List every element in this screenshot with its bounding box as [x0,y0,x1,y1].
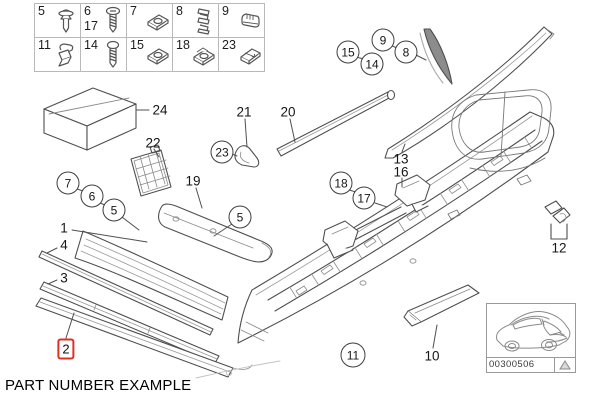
grid-cell-15[interactable]: 15 [126,37,173,72]
circle-callout-7[interactable]: 7 [56,171,80,195]
retaining-clip-icon [53,40,79,70]
corner-molding-fin [420,29,452,84]
grid-cell-label: 15 [130,38,144,52]
circle-callout-9[interactable]: 9 [371,28,395,52]
grid-cell-label: 23 [222,38,236,52]
grid-cell-23[interactable]: 23 [218,37,265,72]
grid-cell-7[interactable]: 7 [126,3,173,38]
circle-callout-6[interactable]: 6 [80,184,104,208]
grid-cell-11[interactable]: 11 [34,37,81,72]
vehicle-thumbnail [486,303,576,358]
grid-cell-6-17[interactable]: 6 17 [80,3,127,38]
screw-icon [99,6,125,36]
grid-cell-label: 7 [130,4,137,18]
circle-callout-14[interactable]: 14 [360,52,384,76]
grid-cell-14[interactable]: 14 [80,37,127,72]
circle-callout-5-left[interactable]: 5 [102,198,126,222]
slide-clip-icon [237,40,263,70]
vehicle-legend-box: 00300506 [486,303,576,373]
callout-1[interactable]: 1 [60,220,68,236]
end-cap-icon [237,6,263,36]
clip-nut-icon [191,40,217,70]
callout-12[interactable]: 12 [551,240,567,256]
impact-absorber [448,90,551,219]
lower-valance-19 [159,204,273,262]
callout-10[interactable]: 10 [424,348,440,364]
upper-molding-13 [385,27,554,158]
diagram-code: 00300506 [486,358,555,373]
grid-cell-label: 6 [84,4,91,18]
car-rear-three-quarter-icon [487,304,575,357]
grid-cell-label: 14 [84,38,98,52]
clip-nut-icon [145,6,171,36]
page-caption: PART NUMBER EXAMPLE [5,377,192,394]
circle-callout-8[interactable]: 8 [394,40,418,64]
clip-nut-icon [145,40,171,70]
spring-clip-icon [191,6,217,36]
guard-strip-10 [404,285,479,326]
flap-21 [235,146,259,167]
triangle-marker-icon[interactable] [555,358,576,373]
circle-callout-18[interactable]: 18 [329,171,353,195]
circle-callout-5-mid[interactable]: 5 [228,205,252,229]
callout-2-highlighted[interactable]: 2 [57,338,75,360]
push-rivet-icon [53,6,79,36]
bumper-shell-11 [238,90,554,343]
molding-20 [277,91,395,157]
screw-icon [99,40,125,70]
bumper-cover-1 [75,231,228,320]
circle-callout-11[interactable]: 11 [340,342,366,368]
callout-4[interactable]: 4 [60,237,68,253]
trim-strip-4 [39,251,213,335]
grid-cell-9[interactable]: 9 [218,3,265,38]
callout-16[interactable]: 16 [393,164,409,180]
grid-cell-8[interactable]: 8 [172,3,219,38]
grid-cell-label: 18 [176,38,190,52]
fastener-grid: 5 6 17 7 8 [34,3,265,72]
carton-24 [44,88,136,150]
trim-strip-2 [36,298,280,378]
carrier-16 [323,175,430,258]
grid-cell-18[interactable]: 18 [172,37,219,72]
grid-cell-label: 5 [38,4,45,18]
grid-cell-label: 9 [222,4,229,18]
grid-cell-label-secondary: 17 [84,19,98,33]
callout-21[interactable]: 21 [236,104,252,120]
callout-3[interactable]: 3 [60,270,68,286]
callout-22[interactable]: 22 [145,135,161,151]
leader-lines [47,45,437,348]
circle-callout-23[interactable]: 23 [210,140,234,164]
grid-cell-label: 11 [38,38,51,52]
callout-24[interactable]: 24 [152,102,168,118]
callout-20[interactable]: 20 [280,104,296,120]
callout-19[interactable]: 19 [185,173,201,189]
bracket-12 [545,201,570,239]
circle-callout-15[interactable]: 15 [336,40,360,64]
grid-cell-5[interactable]: 5 [34,3,81,38]
circle-callout-17[interactable]: 17 [352,186,376,210]
callout-13[interactable]: 13 [393,151,409,167]
grille-22 [131,145,171,196]
grid-cell-label: 8 [176,4,183,18]
